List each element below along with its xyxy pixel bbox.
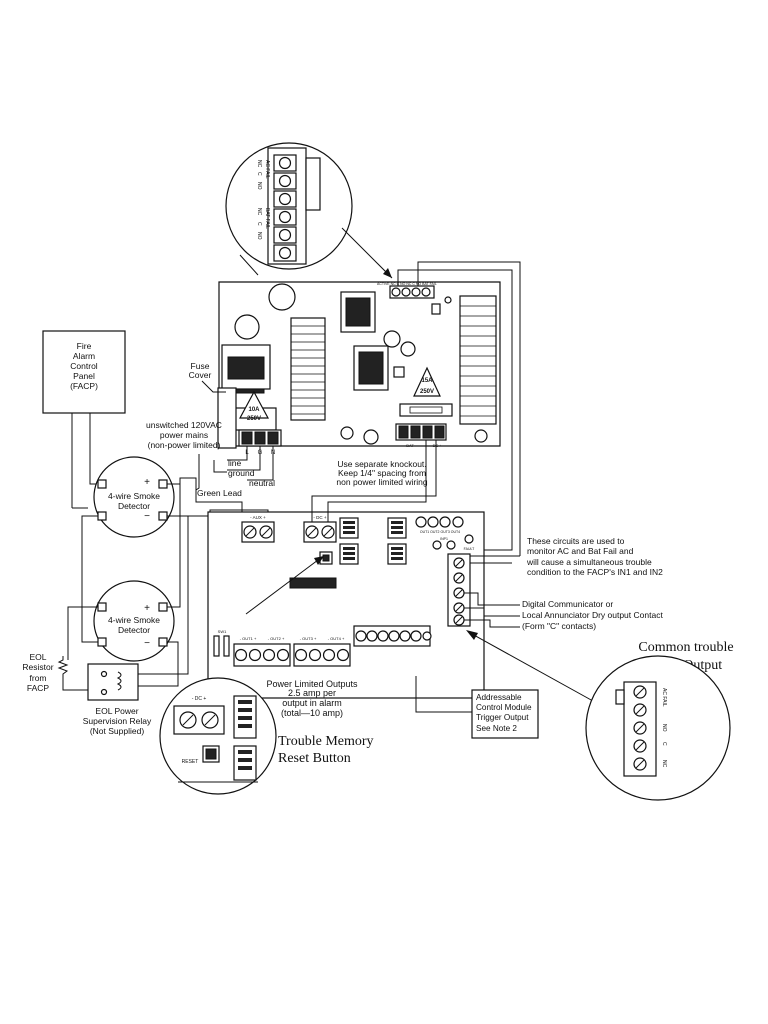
zoom-top-label: AC FAIL: [264, 160, 270, 179]
zoom-reset: - DC + RESET: [159, 677, 277, 795]
eol-resistor-label: FACP: [27, 683, 50, 693]
mains-label: (non-power limited): [148, 440, 221, 450]
mains-label: unswitched 120VAC: [146, 420, 222, 430]
zoom-top-label: C: [256, 172, 262, 176]
common-trouble-label: Common trouble: [638, 640, 733, 655]
detector-top-minus: −: [144, 511, 150, 522]
digital-comm-note: (Form "C" contacts): [522, 621, 596, 631]
zoom-right-label: C: [661, 742, 667, 746]
out3-label: - OUT3 +: [300, 636, 317, 641]
out4-label: - OUT4 +: [328, 636, 345, 641]
detector-top-label: 4-wire Smoke: [108, 491, 160, 501]
facp-box: Fire Alarm Control Panel (FACP): [42, 330, 126, 414]
relay-top-label: ACTIVE NC C NO NC C NO BAT FAIL: [377, 282, 437, 286]
knockout-note: Use separate knockout.: [337, 459, 426, 469]
mains-label: power mains: [160, 430, 208, 440]
addressable-label: Trigger Output: [476, 713, 529, 722]
trouble-circuits-note: condition to the FACP's IN1 and IN2: [527, 567, 663, 577]
trouble-memory-label: Reset Button: [278, 751, 351, 766]
trouble-circuits-note: These circuits are used to: [527, 536, 625, 546]
eol-relay-label: Supervision Relay: [83, 716, 152, 726]
digital-comm-note: Digital Communicator or: [522, 599, 613, 609]
power-limited-label: 2.5 amp per: [288, 688, 336, 698]
facp-label: (FACP): [70, 381, 98, 391]
knockout-note: non power limited wiring: [336, 477, 427, 487]
detector-top-plus: +: [144, 477, 150, 488]
eol-resistor-label: Resistor: [22, 662, 53, 672]
power-supply-board: ACTIVE NC C NO NC C NO BAT FAIL 10A 250V…: [217, 281, 501, 456]
out2-label: - OUT2 +: [268, 636, 285, 641]
zoom-right-label: NO: [661, 724, 667, 732]
out1-label: - OUT1 +: [240, 636, 257, 641]
trouble-memory-label: Trouble Memory: [278, 734, 374, 749]
bat-terminal-label: - BAT -: [404, 443, 417, 448]
facp-label: Control: [70, 361, 98, 371]
detector-bottom-label: 4-wire Smoke: [108, 615, 160, 625]
smoke-detector-bottom: + − 4-wire Smoke Detector: [93, 580, 175, 662]
power-limited-label: output in alarm: [282, 698, 342, 708]
zoom-relay-terminals: NC C NO AC FAIL NC C NO BAT FAIL: [225, 142, 393, 279]
eol-resistor-label: EOL: [29, 652, 46, 662]
facp-label: Fire: [77, 341, 92, 351]
power-limited-label: Power Limited Outputs: [266, 679, 358, 689]
addressable-label: Addressable: [476, 693, 522, 702]
eol-resistor-label: from: [30, 673, 47, 683]
fuse-cover-label: Fuse: [191, 361, 210, 371]
addressable-label: See Note 2: [476, 724, 517, 733]
detector-bottom-plus: +: [144, 603, 150, 614]
digital-comm-note: Local Annunciator Dry output Contact: [522, 610, 663, 620]
eol-relay-box: [87, 663, 139, 701]
bat-fuse-voltage: 250V: [420, 389, 434, 395]
detector-top-label: Detector: [118, 501, 150, 511]
inp-leds-label: INP1: [440, 537, 448, 541]
zoom-top-label: BAT FAIL: [264, 208, 270, 229]
zoom-top-label: NO: [256, 232, 262, 240]
eol-relay-label: EOL Power: [95, 706, 138, 716]
trouble-circuits-note: will cause a simultaneous trouble: [526, 557, 652, 567]
wire-line-label: line: [228, 458, 242, 468]
wire-neutral-label: neutral: [249, 478, 275, 488]
fault-led-label: FAULT: [464, 547, 475, 551]
zoom-top-label: NC: [256, 160, 262, 168]
facp-label: Panel: [73, 371, 95, 381]
zoom-top-label: NC: [256, 208, 262, 216]
bat-fuse-rating: 15A: [421, 378, 433, 384]
zoom-right-label: NC: [661, 760, 667, 768]
control-board: - AUX + - DC + OUT1 OUT2 OUT3 OUT4 INP1 …: [207, 440, 485, 699]
power-limited-label: (total—10 amp): [281, 708, 343, 718]
sw-label: SW1: [218, 629, 227, 634]
facp-label: Alarm: [73, 351, 95, 361]
dc-board-terminal-label: - DC +: [313, 515, 326, 520]
wire-ground-label: ground: [228, 468, 255, 478]
knockout-note: Keep 1/4" spacing from: [338, 468, 426, 478]
zoom-top-label: NO: [256, 182, 262, 190]
fuse-cover-label: Cover: [189, 370, 212, 380]
eol-relay-label: (Not Supplied): [90, 726, 145, 736]
detector-bottom-label: Detector: [118, 625, 150, 635]
addressable-note-box: Addressable Control Module Trigger Outpu…: [471, 689, 539, 739]
main-fuse-voltage: 250V: [247, 416, 261, 422]
wire-green-lead-label: Green Lead: [197, 488, 242, 498]
zoom-left-dc-label: - DC +: [192, 696, 207, 702]
addressable-label: Control Module: [476, 703, 532, 712]
trouble-circuits-note: monitor AC and Bat Fail and: [527, 546, 634, 556]
smoke-detector-top: + − 4-wire Smoke Detector: [93, 456, 175, 538]
zoom-left-reset-label: RESET: [182, 759, 199, 765]
zoom-common-trouble: AC FAIL NO C NC: [585, 655, 731, 801]
main-fuse-rating: 10A: [248, 407, 260, 413]
aux-terminal-label: - AUX +: [250, 515, 266, 520]
zoom-right-label: AC FAIL: [661, 688, 667, 707]
out-leds-label: OUT1 OUT2 OUT3 OUT4: [420, 530, 460, 534]
detector-bottom-minus: −: [144, 638, 150, 649]
zoom-top-label: C: [256, 222, 262, 226]
